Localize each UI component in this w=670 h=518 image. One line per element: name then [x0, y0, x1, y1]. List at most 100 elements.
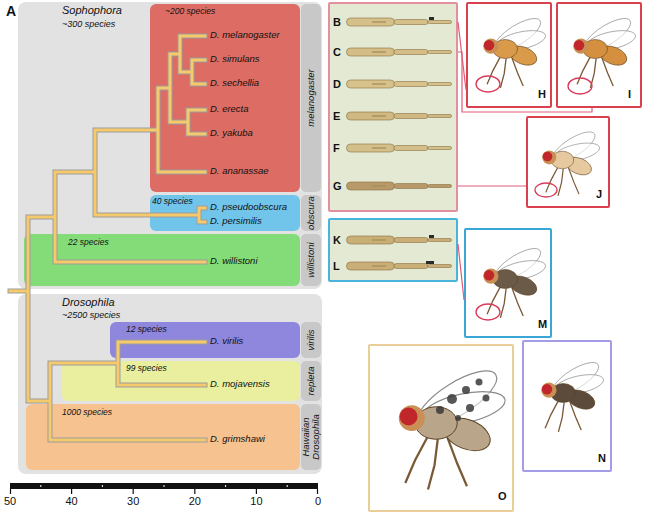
panel-letter: I	[628, 88, 631, 101]
species-name: D. ananassae	[210, 166, 269, 177]
wing-spot	[466, 404, 474, 412]
leg-highlight-circles	[476, 76, 592, 320]
highlight-circle	[476, 76, 500, 92]
scale-ticks	[11, 489, 318, 494]
wing-spot	[436, 406, 444, 414]
species-group-box: 22 speciesD. willistoniwillistoni	[24, 234, 300, 286]
panel-letter: F	[333, 142, 340, 155]
fly-photo-panel: J	[526, 116, 610, 208]
wing-spot	[476, 379, 483, 386]
axis-tick-label: 0	[315, 495, 321, 508]
species-group-box: 1000 speciesD. grimshawiHawaiian Drosoph…	[26, 404, 300, 470]
fly-photo-panel: H	[466, 2, 552, 108]
axis-tick-label: 10	[250, 495, 262, 508]
highlight-circle	[568, 78, 592, 94]
species-name: D. erecta	[210, 104, 249, 115]
fly-photos	[399, 13, 637, 490]
sex-comb	[429, 17, 434, 20]
leader-line	[458, 244, 464, 300]
panel-letter: J	[596, 188, 602, 201]
group-strip	[301, 195, 321, 231]
panel-letter: B	[333, 16, 341, 29]
sex-comb	[426, 261, 434, 264]
clade-name: Drosophila	[62, 296, 115, 309]
group-strip	[301, 322, 321, 358]
species-count: 1000 species	[62, 408, 112, 418]
group-name: Hawaiian Drosophila	[301, 402, 321, 472]
axis-tick-label: 30	[127, 495, 139, 508]
group-strip	[301, 4, 321, 192]
leg-photo-panel: B C D E F G	[328, 2, 458, 212]
group-name: repleta	[306, 359, 316, 403]
panel-letter: H	[538, 88, 546, 101]
leg-photos	[347, 17, 452, 270]
leg-photo	[347, 144, 452, 152]
species-count: 40 species	[152, 197, 193, 207]
species-name: D. grimshawi	[210, 434, 265, 445]
panel-letter: N	[598, 452, 606, 465]
species-name: D. simulans	[210, 54, 260, 65]
panel-letter: K	[333, 234, 341, 247]
phylogeny-tree	[10, 36, 205, 440]
group-strip	[301, 361, 321, 401]
fly-photo-panel: N	[522, 340, 612, 472]
time-scale-bar	[10, 483, 318, 494]
panel-letter: C	[333, 46, 341, 59]
species-name: D. pseudoobscura	[210, 202, 287, 213]
fly-photo-panel: O	[368, 344, 514, 512]
species-name: D. persimilis	[210, 216, 262, 227]
scale-bar	[10, 483, 318, 489]
leg-photo	[347, 48, 452, 56]
wing-spots	[436, 379, 490, 422]
leader-line	[458, 185, 526, 186]
fly-photo	[542, 126, 601, 195]
group-strips	[301, 4, 321, 470]
axis-tick-label: 20	[189, 495, 201, 508]
panel-letter: D	[333, 78, 341, 91]
species-count: 99 species	[126, 364, 167, 374]
leg-photo-panel: KL	[328, 218, 458, 282]
axis-tick-label: 40	[65, 495, 77, 508]
leg-photo	[347, 262, 452, 270]
panel-letter: E	[333, 110, 340, 123]
leg-photo	[347, 18, 452, 26]
wing-spot	[447, 394, 457, 404]
species-group-box: ~200 speciesD. melanogasterD. simulansD.…	[150, 4, 300, 192]
panel-letter: G	[333, 180, 342, 193]
species-count: 22 species	[68, 238, 109, 248]
group-strip	[301, 404, 321, 470]
scale-segments	[41, 485, 287, 487]
leg-photo	[347, 112, 452, 120]
tree-branch	[10, 36, 205, 440]
fly-photo	[573, 13, 637, 88]
clade-name: Sophophora	[62, 4, 122, 17]
fly-photo-panel: M	[464, 228, 552, 338]
panel-letter: M	[538, 318, 547, 331]
wing-spot	[462, 386, 470, 394]
fly-photo-panel: I	[556, 2, 642, 108]
species-name: D. sechellia	[210, 78, 259, 89]
highlight-circle	[476, 304, 500, 320]
fly-photo	[483, 13, 547, 88]
clade-region: Drosophila~2500 species12 speciesD. viri…	[18, 294, 322, 474]
tree-branch-outline	[10, 36, 205, 440]
species-count: 12 species	[126, 325, 167, 335]
clade-region: Sophophora ~300 species ~200 speciesD. mel…	[18, 2, 322, 289]
group-name: obscura	[306, 193, 316, 233]
highlight-circle	[535, 183, 557, 197]
fly-photo	[399, 361, 508, 490]
group-name: melanogaster	[306, 2, 316, 194]
group-name: willistoni	[306, 232, 316, 288]
sex-comb	[429, 235, 434, 238]
species-count: ~300 species	[62, 19, 115, 29]
group-name: virilis	[306, 320, 316, 360]
wing-spot	[455, 415, 461, 421]
species-group-box: 99 speciesD. mojavensisrepleta	[62, 361, 300, 401]
leg-photo	[347, 236, 452, 244]
group-strip	[301, 234, 321, 286]
panel-letter: O	[498, 490, 507, 503]
